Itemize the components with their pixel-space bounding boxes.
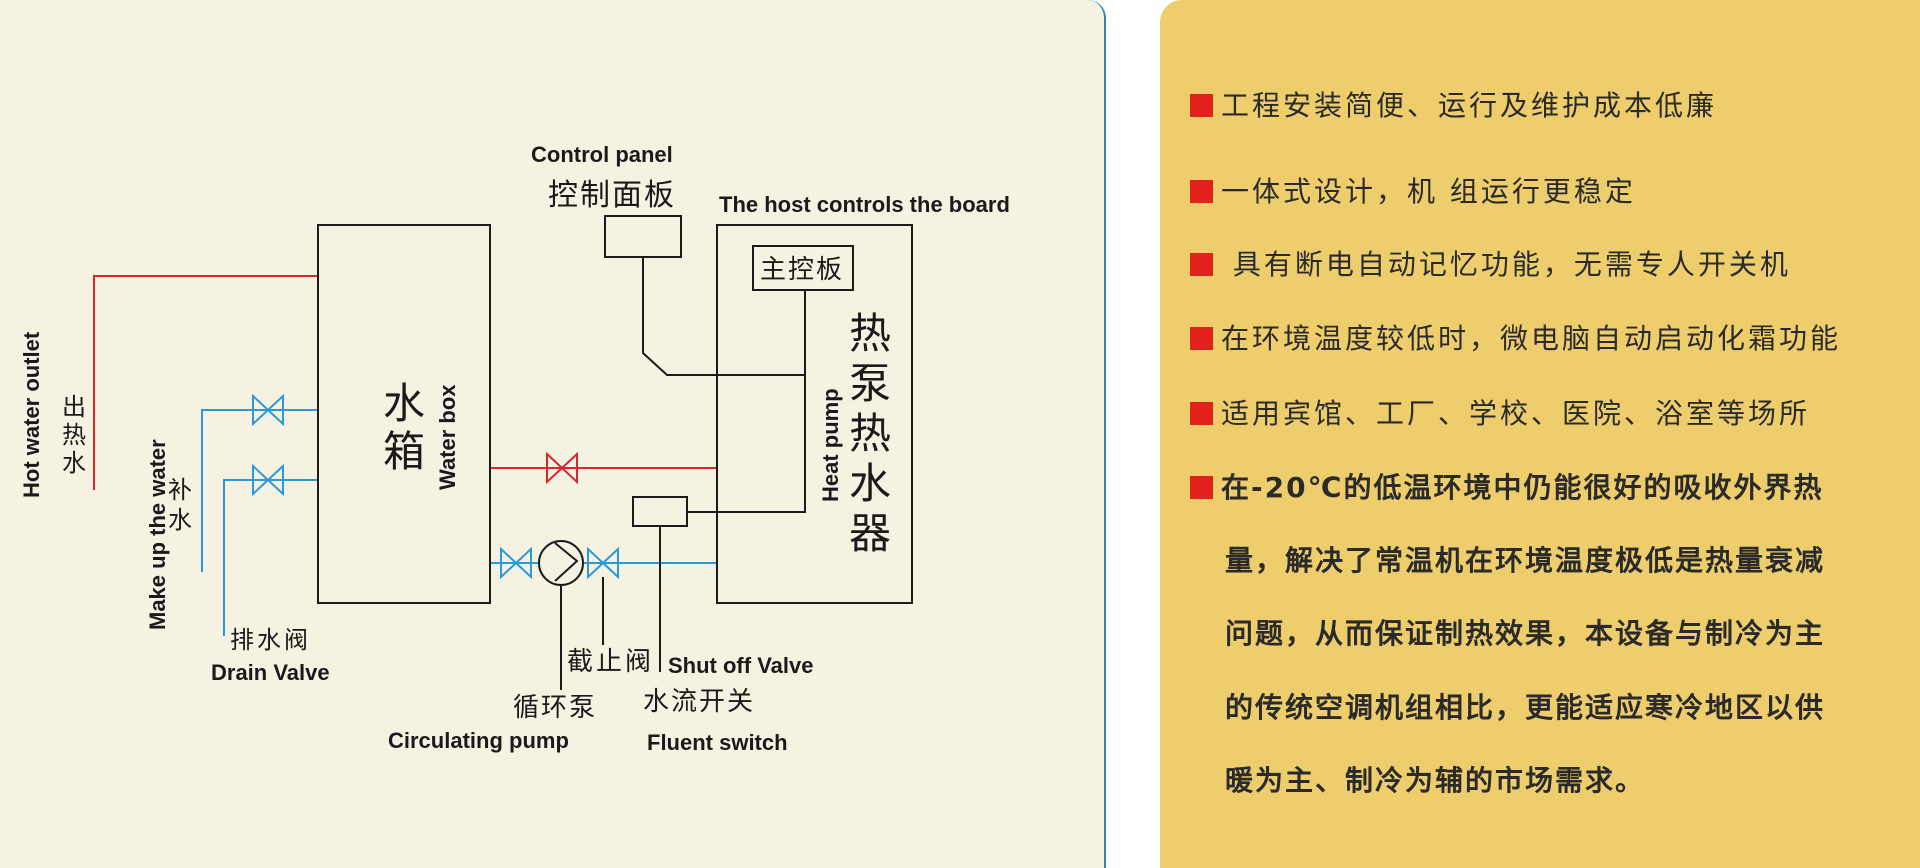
bullet-square-icon — [1190, 180, 1213, 203]
red-valve-icon — [546, 451, 578, 485]
water-box — [317, 224, 491, 604]
feature-continuation-line: 问题，从而保证制热效果，本设备与制冷为主 — [1225, 617, 1826, 650]
make-up-water-cn-label-1: 补 — [168, 476, 192, 504]
control-panel-en-label: Control panel — [531, 142, 673, 167]
make-up-water-cn-label-2: 水 — [168, 506, 192, 534]
main-board-box — [752, 245, 854, 291]
flow-switch-en-label: Fluent switch — [647, 730, 788, 755]
make-up-valve-icon — [252, 393, 284, 427]
feature-item: 工程安装简便、运行及维护成本低廉 — [1190, 84, 1915, 124]
bullet-square-icon — [1190, 253, 1213, 276]
shutoff-valve-cn-label: 截止阀 — [567, 647, 654, 677]
host-board-en-label: The host controls the board — [719, 192, 1010, 217]
make-up-water-en-label: Make up the water — [145, 439, 170, 630]
bullet-square-icon — [1190, 94, 1213, 117]
heat-pump-system-diagram: Control panel 控制面板 The host controls the… — [19, 142, 1010, 755]
feature-item: 适用宾馆、工厂、学校、医院、浴室等场所 — [1190, 392, 1915, 432]
drain-pipe — [223, 479, 318, 636]
features-panel — [1160, 0, 1920, 868]
main-board-wire — [687, 290, 806, 513]
shutoff-valve-en-label: Shut off Valve — [668, 653, 813, 678]
feature-item: 在-20℃的低温环境中仍能很好的吸收外界热 — [1190, 466, 1915, 506]
heat-pump-cn-label-5: 器 — [849, 509, 891, 558]
heat-pump-en-label: Heat pump — [818, 388, 843, 502]
hot-water-outlet-cn-label-2: 热 — [62, 421, 86, 449]
control-panel-box — [604, 215, 682, 258]
bullet-square-icon — [1190, 327, 1213, 350]
water-box-cn-label-1: 水 — [383, 379, 425, 428]
drain-valve-en-label: Drain Valve — [211, 660, 330, 685]
feature-item: 具有断电自动记忆功能，无需专人开关机 — [1190, 243, 1915, 283]
control-panel-cn-label: 控制面板 — [548, 178, 676, 213]
water-box-cn-label-2: 箱 — [383, 427, 425, 476]
hot-water-outlet-en-label: Hot water outlet — [19, 331, 44, 498]
heat-pump-cn-label-3: 热 — [849, 409, 891, 458]
bullet-square-icon — [1190, 402, 1213, 425]
flow-switch-cn-label: 水流开关 — [643, 687, 755, 717]
feature-item: 一体式设计，机 组运行更稳定 — [1190, 170, 1915, 210]
control-panel-wire — [642, 257, 805, 376]
circulating-pump-en-label: Circulating pump — [388, 728, 569, 753]
hot-water-outlet-cn-label-1: 出 — [62, 393, 86, 421]
circulating-valve-left-icon — [500, 546, 532, 580]
feature-continuation-line: 暖为主、制冷为辅的市场需求。 — [1225, 764, 1646, 797]
heat-pump-cn-label-2: 泵 — [849, 359, 891, 408]
hot-water-outlet-cn-label-3: 水 — [62, 449, 86, 477]
drain-valve-cn-label: 排水阀 — [230, 626, 311, 654]
hot-water-outlet-pipe — [93, 275, 318, 490]
water-box-en-label: Water box — [435, 384, 460, 490]
feature-continuation-line: 量，解决了常温机在环境温度极低是热量衰减 — [1225, 544, 1826, 577]
diagram-panel — [0, 0, 1106, 868]
drain-valve-icon — [252, 463, 284, 497]
heat-pump-cn-label-1: 热 — [849, 309, 891, 358]
main-board-cn-label: 主控板 — [760, 255, 844, 285]
make-up-water-pipe — [201, 409, 318, 572]
heat-pump-unit — [716, 224, 913, 604]
shutoff-valve-icon — [587, 546, 619, 580]
feature-item: 在环境温度较低时，微电脑自动启动化霜功能 — [1190, 317, 1915, 357]
circulating-pump-icon — [538, 540, 584, 586]
bullet-square-icon — [1190, 476, 1213, 499]
heat-pump-cn-label-4: 水 — [849, 459, 891, 508]
circulating-pump-cn-label: 循环泵 — [513, 693, 597, 723]
flow-switch-box — [632, 496, 688, 527]
feature-continuation-line: 的传统空调机组相比，更能适应寒冷地区以供 — [1225, 691, 1826, 724]
